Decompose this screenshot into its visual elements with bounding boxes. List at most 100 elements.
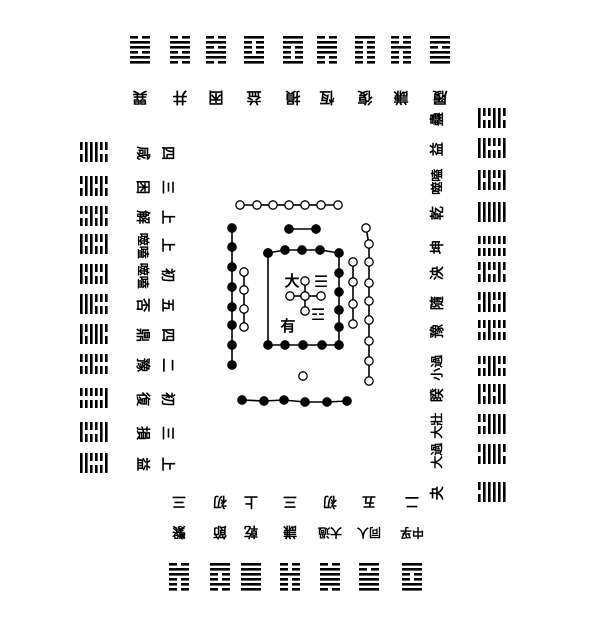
bottom-hexagram-7	[402, 563, 422, 591]
bottom-name-2: 節	[213, 523, 227, 540]
bottom-line-6: 五	[362, 493, 376, 509]
inner-rect-black-chain-dot	[315, 245, 325, 255]
right-name-12: 大過	[429, 442, 444, 469]
inner-rect-black-chain-dot	[297, 245, 307, 255]
inner-rect-black-chain-dot	[298, 340, 308, 350]
center-cross-horizontal-dot	[300, 291, 310, 301]
inner-rect-black-chain	[263, 245, 344, 350]
right-name-2: 益	[429, 142, 446, 156]
top-hexagram-7	[355, 36, 375, 64]
top-label-9: 履	[432, 89, 449, 107]
right-hexagram-9	[478, 356, 506, 376]
left-name-6: 否	[134, 297, 150, 312]
top-hexagram-row: 巽井困益損恆復謙履	[130, 36, 450, 107]
center-trigram-top: ☰	[314, 272, 328, 291]
left-hexagram-9	[80, 388, 108, 408]
left-hexagram-7	[80, 324, 108, 344]
left-black-chain-dot	[227, 282, 237, 292]
left-line-3: 上	[159, 210, 175, 224]
left-name-10: 損	[134, 426, 151, 441]
left-black-chain-dot	[227, 360, 237, 370]
left-name-9: 復	[134, 391, 151, 407]
top-open-chain-dot	[284, 200, 294, 210]
top-open-chain-dot	[268, 200, 278, 210]
left-line-4: 上	[159, 238, 175, 252]
bottom-hexagram-2	[210, 563, 230, 591]
left-line-8: 二	[159, 358, 175, 372]
bottom-black-chain-dot	[279, 395, 289, 405]
bottom-black-chain	[237, 395, 352, 407]
left-name-8: 豫	[134, 358, 151, 372]
right-name-3: 噬嗑	[429, 169, 444, 195]
bottom-hexagram-1	[169, 563, 189, 591]
right-name-10: 睽	[429, 387, 446, 402]
inner-rect-black-chain-dot	[334, 305, 344, 315]
inner-rect-black-chain-dot	[317, 340, 327, 350]
left-hexagram-column: 咸四困三解上噬嗑上噬嗑初否五鼎四豫二復初損三益上	[80, 142, 176, 473]
bottom-line-2: 初	[213, 493, 227, 510]
left-line-6: 五	[159, 298, 175, 312]
left-hexagram-3	[80, 206, 108, 226]
short-black-chain	[284, 224, 321, 234]
left-line-2: 三	[159, 180, 175, 194]
right-open-chain-dot	[364, 278, 374, 288]
right-name-7: 隨	[429, 296, 446, 310]
bottom-line-4: 三	[283, 493, 297, 509]
inner-rect-black-chain-dot	[334, 268, 344, 278]
left-hexagram-4	[80, 234, 108, 254]
inner-left-open-chain-dot	[239, 322, 249, 332]
left-line-5: 初	[159, 268, 176, 282]
right-hexagram-12	[478, 444, 506, 464]
right-open-chain-dot	[364, 257, 374, 267]
top-hexagram-1	[130, 36, 150, 64]
bottom-hexagram-3	[241, 563, 261, 591]
bottom-hexagram-6	[359, 563, 379, 591]
bottom-line-5: 初	[323, 493, 337, 510]
bottom-name-3: 乾	[244, 523, 258, 540]
right-hexagram-13	[478, 482, 506, 502]
right-open-chain-dot	[361, 223, 371, 233]
inner-rect-black-chain-dot	[263, 248, 273, 258]
left-name-7: 鼎	[134, 328, 151, 342]
bottom-name-6: 同人	[356, 526, 381, 541]
left-name-11: 益	[134, 457, 151, 471]
right-hexagram-8	[478, 320, 506, 340]
top-open-chain-dot	[235, 200, 245, 210]
right-hexagram-1	[478, 108, 506, 128]
bottom-black-chain-dot	[237, 395, 247, 405]
right-hexagram-2	[478, 138, 506, 158]
right-name-5: 坤	[429, 240, 446, 254]
left-black-chain-dot	[227, 262, 237, 272]
top-open-chain-dot	[316, 200, 326, 210]
right-hexagram-10	[478, 384, 506, 404]
top-hexagram-5	[283, 36, 303, 64]
inner-rect-black-chain-dot	[334, 248, 344, 258]
inner-right-open-chain-dot	[348, 299, 358, 309]
right-open-chain-dot	[364, 376, 374, 386]
right-open-chain-dot	[364, 315, 374, 325]
top-hexagram-8	[391, 36, 411, 64]
left-hexagram-5	[80, 264, 108, 284]
bottom-name-5: 大過	[317, 526, 342, 541]
right-hexagram-7	[478, 292, 506, 312]
bottom-hexagram-4	[280, 563, 300, 591]
top-label-8: 謙	[393, 89, 408, 107]
lone-open-dot-dot	[298, 371, 308, 381]
top-hexagram-4	[244, 36, 264, 64]
right-name-9: 小過	[429, 354, 444, 381]
left-hexagram-10	[80, 422, 108, 442]
center-cross-horizontal-dot	[285, 291, 295, 301]
left-line-9: 初	[159, 392, 176, 406]
top-label-5: 損	[285, 89, 301, 107]
right-open-chain-dot	[364, 356, 374, 366]
bottom-name-4: 謙	[282, 523, 297, 540]
left-name-1: 咸	[134, 146, 151, 160]
top-label-4: 益	[246, 89, 261, 107]
bottom-black-chain-dot	[259, 396, 269, 406]
top-hexagram-9	[430, 36, 450, 64]
center-cross-vertical-dot	[300, 276, 310, 286]
inner-right-open-chain-dot	[348, 277, 358, 287]
inner-rect-black-chain-dot	[334, 322, 344, 332]
